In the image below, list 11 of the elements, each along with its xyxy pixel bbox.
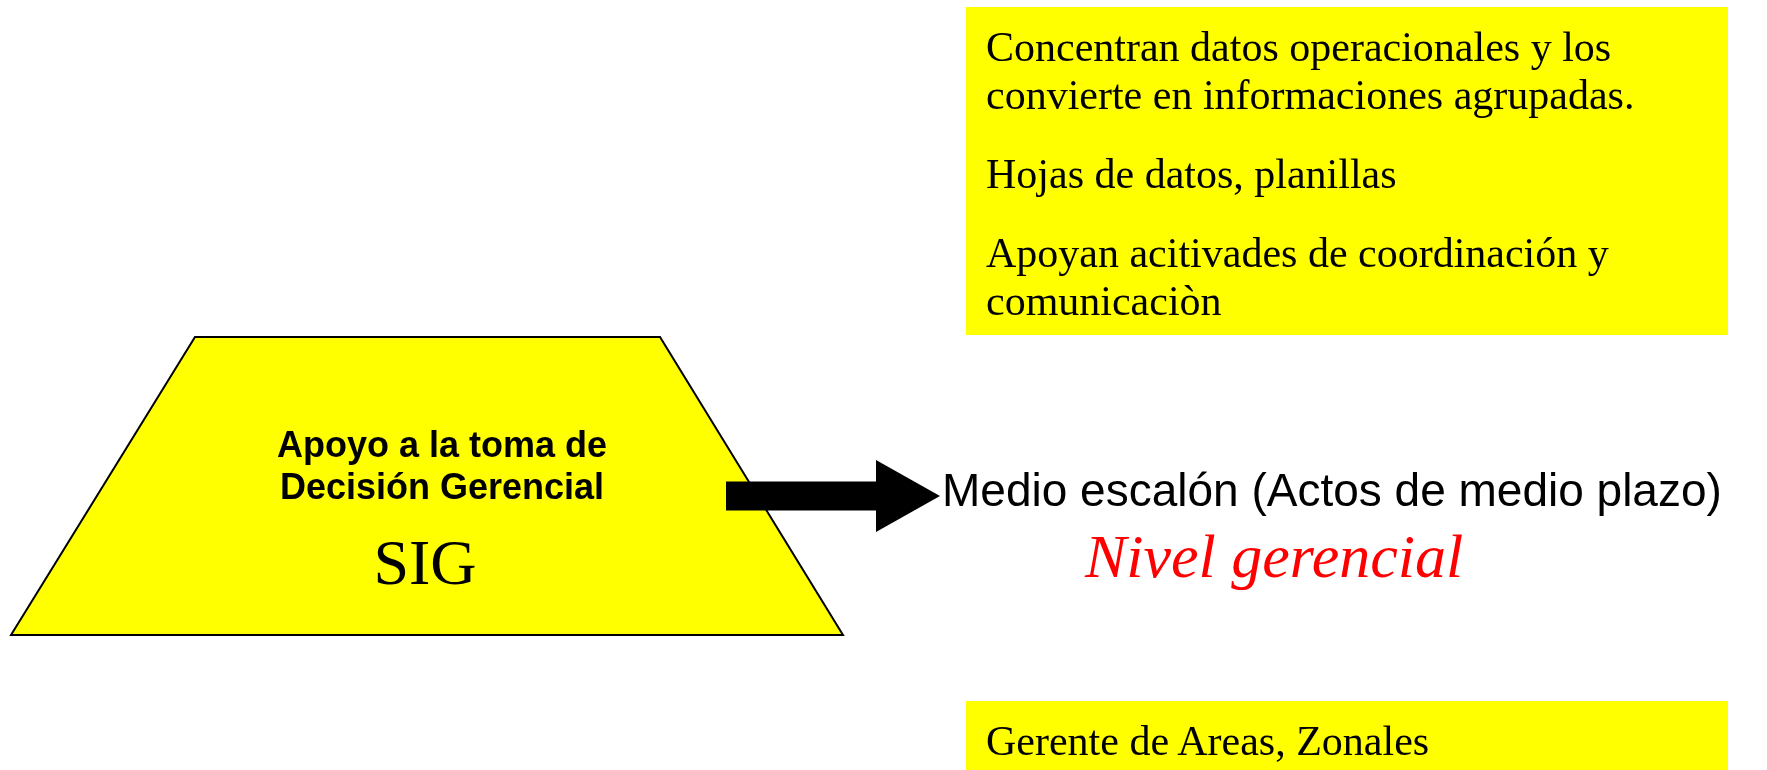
- note-text: Gerente de Areas, Zonales: [986, 717, 1431, 765]
- note-text: Hojas de datos, planillas: [986, 150, 1398, 198]
- level-caption: Nivel gerencial: [1085, 521, 1464, 591]
- note-text: Apoyan acitivades de coordinación y comunicaciòn: [986, 229, 1610, 325]
- level-text: Medio escalón (Actos de medio plazo): [942, 463, 1722, 518]
- block-arrow: [726, 460, 940, 532]
- trapezoid-heading: Apoyo a la toma de Decisión Gerencial: [275, 424, 609, 508]
- trapezoid-label: SIG: [372, 528, 478, 598]
- note-box: [966, 7, 1728, 335]
- note-box: [966, 701, 1728, 770]
- note-text: Concentran datos operacionales y los convierte en informaciones agrupadas.: [986, 23, 1636, 119]
